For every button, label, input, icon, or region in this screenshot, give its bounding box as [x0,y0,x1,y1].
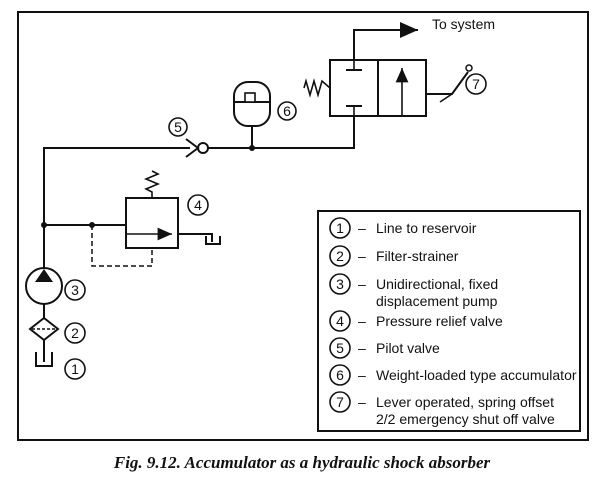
svg-text:Lever operated, spring offset: Lever operated, spring offset [376,394,554,410]
callout-7: 7 [465,73,487,95]
callout-6: 6 [277,101,297,121]
legend-item-4: 4 – Pressure relief valve [329,310,503,332]
svg-text:1: 1 [71,361,79,377]
legend-item-2: 2 – Filter-strainer [329,245,459,267]
svg-text:7: 7 [472,76,480,92]
svg-text:1: 1 [336,220,344,236]
svg-text:6: 6 [336,367,344,383]
callout-5: 5 [168,117,188,137]
callout-4: 4 [187,194,209,216]
svg-text:4: 4 [336,313,344,329]
pump-symbol [25,267,63,305]
svg-text:4: 4 [194,197,202,213]
svg-text:7: 7 [336,394,344,410]
svg-text:2/2 emergency shut off valve: 2/2 emergency shut off valve [376,411,555,427]
main-pressure-line [41,116,355,268]
svg-text:Pilot valve: Pilot valve [376,340,440,356]
svg-text:2: 2 [71,325,79,341]
callout-1: 1 [64,358,86,380]
svg-text:–: – [358,276,366,292]
svg-text:–: – [358,248,366,264]
svg-text:–: – [358,313,366,329]
reservoir-line-symbol [35,340,53,367]
svg-text:3: 3 [336,276,344,292]
svg-text:–: – [358,367,366,383]
svg-text:6: 6 [283,103,291,119]
svg-text:2: 2 [336,248,344,264]
svg-text:–: – [358,340,366,356]
legend-item-7: 7 – Lever operated, spring offset 2/2 em… [329,391,555,427]
svg-text:5: 5 [336,340,344,356]
legend-item-6: 6 – Weight-loaded type accumulator [329,364,577,386]
callout-3: 3 [64,279,86,301]
legend-box [317,210,581,432]
legend-item-5: 5 – Pilot valve [329,337,440,359]
to-system-label: To system [432,16,495,32]
legend: 1 – Line to reservoir 2 – Filter-straine… [317,210,581,432]
svg-text:Line to reservoir: Line to reservoir [376,220,477,236]
to-system-line [353,22,418,60]
legend-item-3: 3 – Unidirectional, fixed displacement p… [329,273,498,309]
svg-text:–: – [358,394,366,410]
pilot-line [91,225,153,267]
svg-text:displacement pump: displacement pump [376,293,498,309]
shutoff-valve-symbol [303,59,473,117]
filter-strainer-symbol [28,304,60,342]
svg-text:5: 5 [174,119,182,135]
svg-text:Unidirectional, fixed: Unidirectional, fixed [376,276,498,292]
figure-frame [17,11,589,441]
legend-item-1: 1 – Line to reservoir [329,217,477,239]
accumulator-symbol [233,81,271,127]
svg-text:Pressure relief valve: Pressure relief valve [376,313,503,329]
callout-2: 2 [64,322,86,344]
figure-caption: Fig. 9.12. Accumulator as a hydraulic sh… [113,453,491,472]
pressure-relief-valve-symbol [125,170,221,249]
svg-text:Weight-loaded type accumulator: Weight-loaded type accumulator [376,367,577,383]
svg-text:3: 3 [71,282,79,298]
svg-text:–: – [358,220,366,236]
svg-text:Filter-strainer: Filter-strainer [376,248,459,264]
check-valve-symbol [185,138,209,158]
